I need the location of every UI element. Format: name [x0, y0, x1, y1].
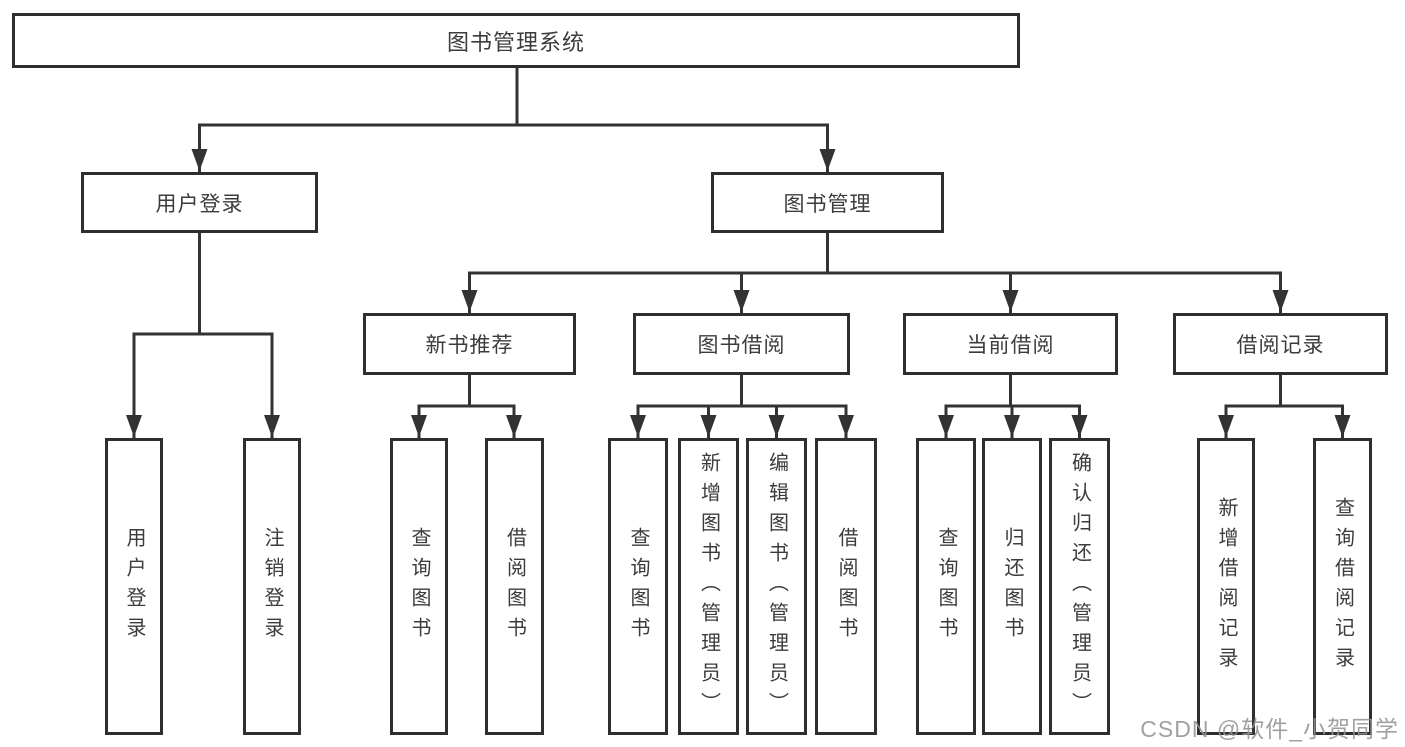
leaf-edit-book-admin-label: 编辑图书（管理员） [765, 451, 788, 722]
node-library-system-label: 图书管理系统 [446, 29, 585, 55]
node-new-book-recommend: 新书推荐 [363, 313, 576, 375]
leaf-logout-label: 注销登录 [261, 526, 283, 647]
node-new-book-recommend-label: 新书推荐 [425, 334, 514, 357]
leaf-borrow-books-label: 借阅图书 [835, 526, 857, 647]
node-book-borrow-label: 图书借阅 [697, 334, 786, 357]
leaf-borrow-books: 借阅图书 [815, 438, 877, 735]
leaf-confirm-return-admin: 确认归还（管理员） [1049, 438, 1110, 735]
connector-root-to-level2 [198, 66, 829, 127]
leaf-query-books-borrow: 查询图书 [608, 438, 668, 735]
node-book-management-label: 图书管理 [783, 192, 872, 216]
leaf-query-books-recommend: 查询图书 [390, 438, 448, 735]
connector-records-to-leaves [1224, 373, 1344, 408]
leaf-query-books-current: 查询图书 [916, 438, 976, 735]
node-book-management: 图书管理 [711, 172, 944, 233]
node-user-login: 用户登录 [81, 172, 318, 233]
leaf-user-login-label: 用户登录 [123, 526, 145, 647]
csdn-watermark: CSDN @软件_小贺同学 [1140, 716, 1399, 742]
node-user-login-label: 用户登录 [155, 192, 244, 216]
leaf-return-book: 归还图书 [982, 438, 1042, 735]
leaf-query-borrow-record-label: 查询借阅记录 [1331, 496, 1354, 677]
leaf-edit-book-admin: 编辑图书（管理员） [746, 438, 807, 735]
node-borrow-records-label: 借阅记录 [1236, 334, 1325, 357]
leaf-logout: 注销登录 [243, 438, 301, 735]
leaf-query-books-borrow-label: 查询图书 [627, 526, 649, 647]
leaf-return-book-label: 归还图书 [1001, 526, 1023, 647]
node-book-borrow: 图书借阅 [633, 313, 850, 375]
leaf-add-book-admin-label: 新增图书（管理员） [697, 451, 720, 722]
connector-userlogin-to-leaves [132, 231, 274, 336]
node-current-borrow-label: 当前借阅 [966, 334, 1055, 357]
leaf-query-books-recommend-label: 查询图书 [408, 526, 430, 647]
leaf-confirm-return-admin-label: 确认归还（管理员） [1068, 451, 1091, 722]
leaf-add-book-admin: 新增图书（管理员） [678, 438, 739, 735]
connector-bookmgmt-to-level3 [468, 231, 1282, 275]
node-library-system: 图书管理系统 [12, 13, 1020, 68]
connector-current-to-leaves [944, 373, 1081, 408]
leaf-borrow-books-recommend: 借阅图书 [485, 438, 544, 735]
node-current-borrow: 当前借阅 [903, 313, 1118, 375]
leaf-query-books-current-label: 查询图书 [935, 526, 957, 647]
leaf-query-borrow-record: 查询借阅记录 [1313, 438, 1372, 735]
leaf-add-borrow-record: 新增借阅记录 [1197, 438, 1255, 735]
leaf-user-login: 用户登录 [105, 438, 163, 735]
leaf-borrow-books-recommend-label: 借阅图书 [503, 526, 526, 647]
connector-recommend-to-leaves [417, 373, 516, 408]
node-borrow-records: 借阅记录 [1173, 313, 1388, 375]
connector-borrow-to-leaves [636, 373, 848, 408]
leaf-add-borrow-record-label: 新增借阅记录 [1215, 496, 1237, 677]
